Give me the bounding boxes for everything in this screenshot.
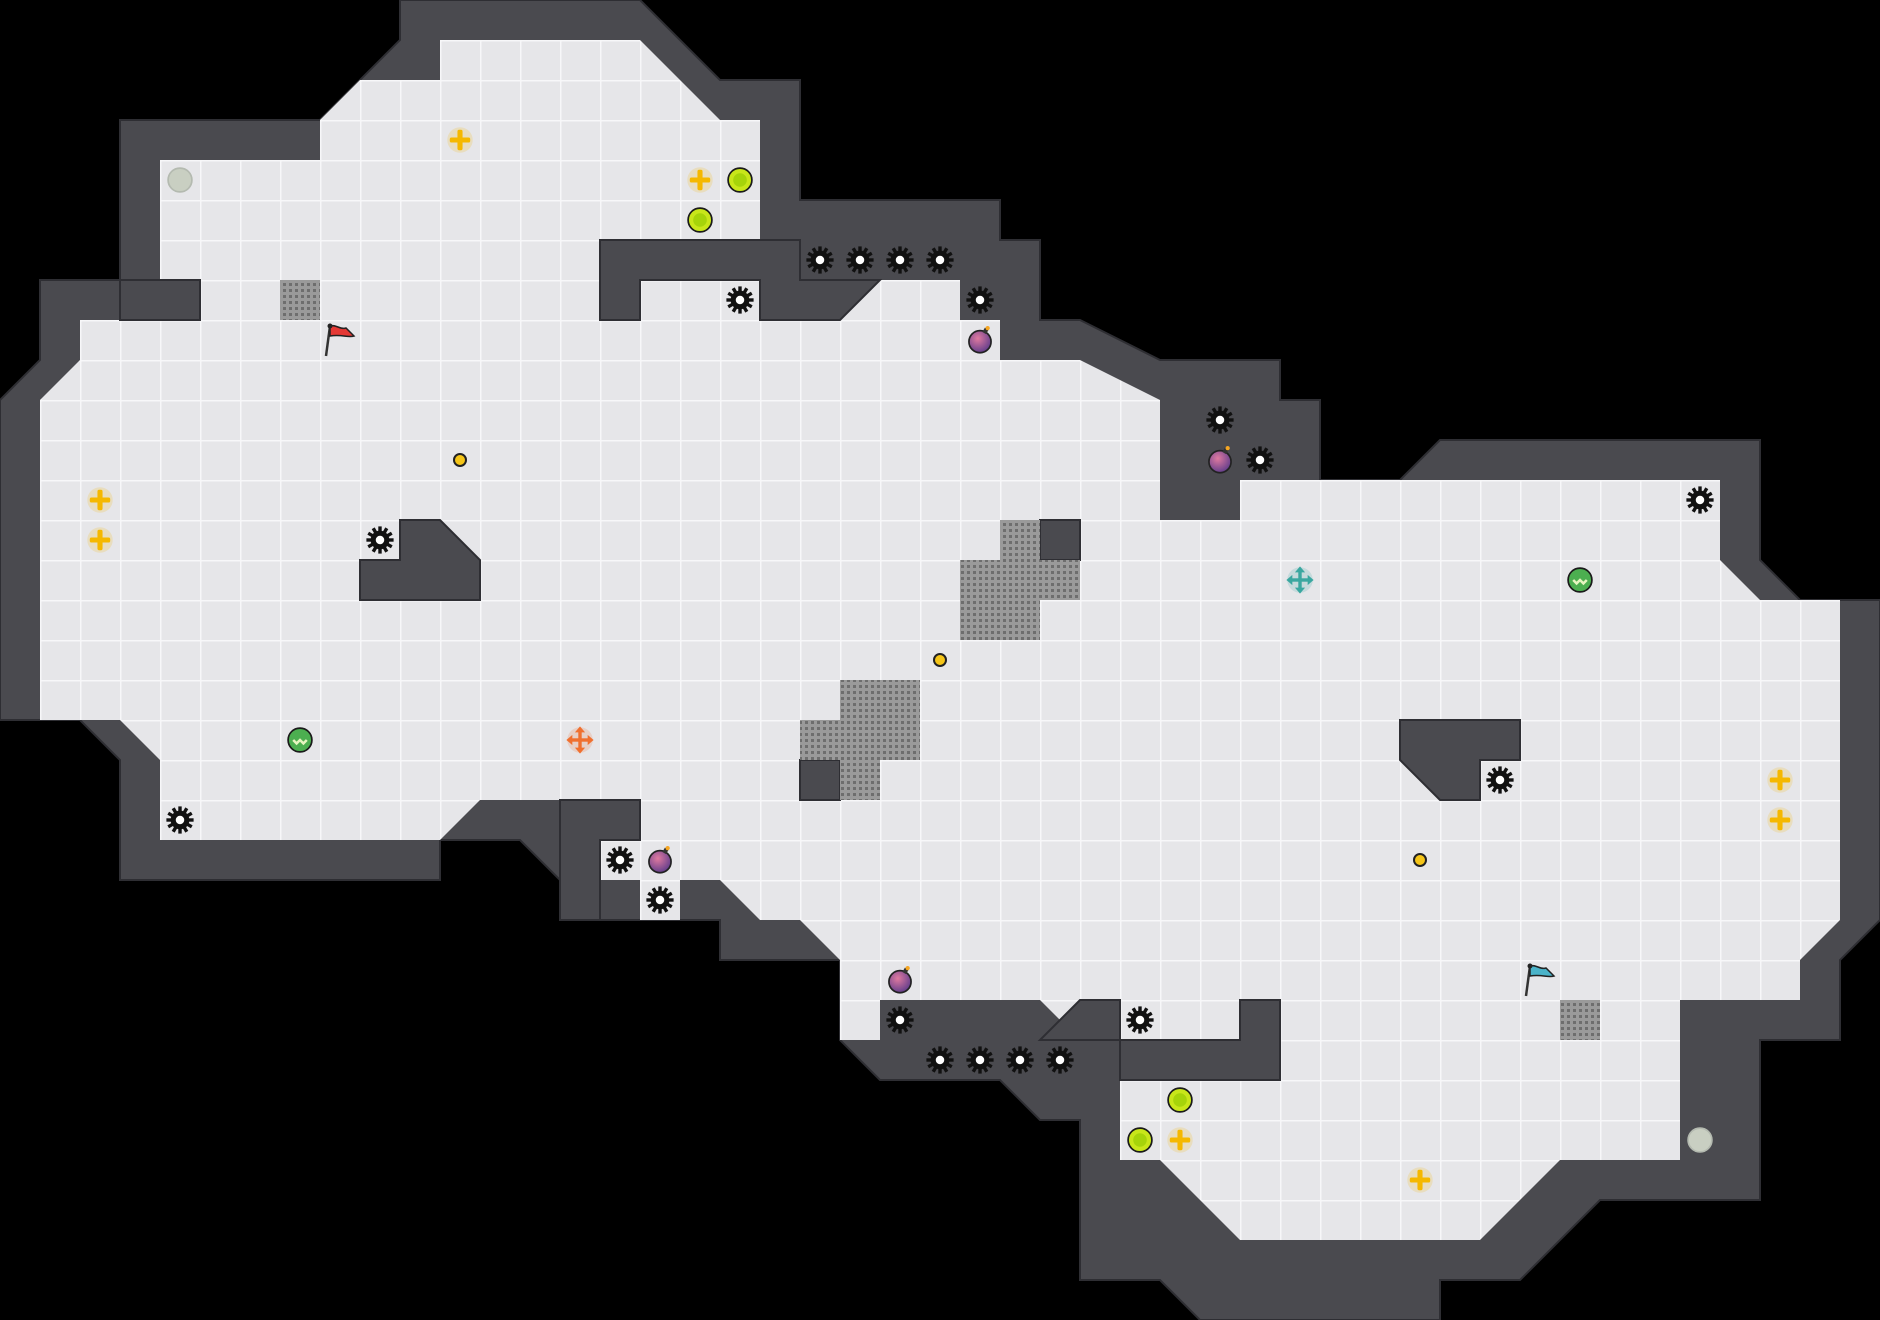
gear-icon — [720, 280, 760, 320]
ghost-orb-icon — [1680, 1120, 1720, 1160]
lime-orb-icon — [1120, 1120, 1160, 1160]
gear-icon — [840, 240, 880, 280]
yellow-plus-icon — [1760, 800, 1800, 840]
bomb-icon — [960, 320, 1000, 360]
teal-move-icon — [1280, 560, 1320, 600]
bomb-icon — [880, 960, 920, 1000]
floor-layer — [40, 40, 1840, 1240]
gear-icon — [1680, 480, 1720, 520]
gear-icon — [1480, 760, 1520, 800]
yellow-plus-icon — [80, 480, 120, 520]
red-flag-icon — [320, 320, 360, 360]
yellow-plus-icon — [1400, 1160, 1440, 1200]
ghost-orb-icon — [160, 160, 200, 200]
gear-icon — [960, 1040, 1000, 1080]
lime-orb-icon — [1160, 1080, 1200, 1120]
green-orb-icon — [1560, 560, 1600, 600]
yellow-plus-icon — [680, 160, 720, 200]
yellow-plus-icon — [440, 120, 480, 160]
inner-walls — [119, 239, 1521, 1081]
grate-tiles — [280, 280, 1600, 1040]
gear-icon — [640, 880, 680, 920]
orange-move-icon — [560, 720, 600, 760]
gear-icon — [1240, 440, 1280, 480]
lime-orb-icon — [680, 200, 720, 240]
gear-icon — [360, 520, 400, 560]
blue-flag-icon — [1520, 960, 1560, 1000]
gear-icon — [920, 240, 960, 280]
coin-icon — [920, 640, 960, 680]
gear-icon — [1200, 400, 1240, 440]
coin-icon — [440, 440, 480, 480]
bomb-icon — [640, 840, 680, 880]
bomb-icon — [1200, 440, 1240, 480]
yellow-plus-icon — [80, 520, 120, 560]
gear-icon — [920, 1040, 960, 1080]
gear-icon — [880, 1000, 920, 1040]
gear-icon — [1120, 1000, 1160, 1040]
coin-icon — [1400, 840, 1440, 880]
gear-icon — [1000, 1040, 1040, 1080]
gear-icon — [960, 280, 1000, 320]
yellow-plus-icon — [1160, 1120, 1200, 1160]
gear-icon — [880, 240, 920, 280]
gear-icon — [1040, 1040, 1080, 1080]
gear-icon — [600, 840, 640, 880]
gear-icon — [800, 240, 840, 280]
green-orb-icon — [280, 720, 320, 760]
gear-icon — [160, 800, 200, 840]
lime-orb-icon — [720, 160, 760, 200]
yellow-plus-icon — [1760, 760, 1800, 800]
